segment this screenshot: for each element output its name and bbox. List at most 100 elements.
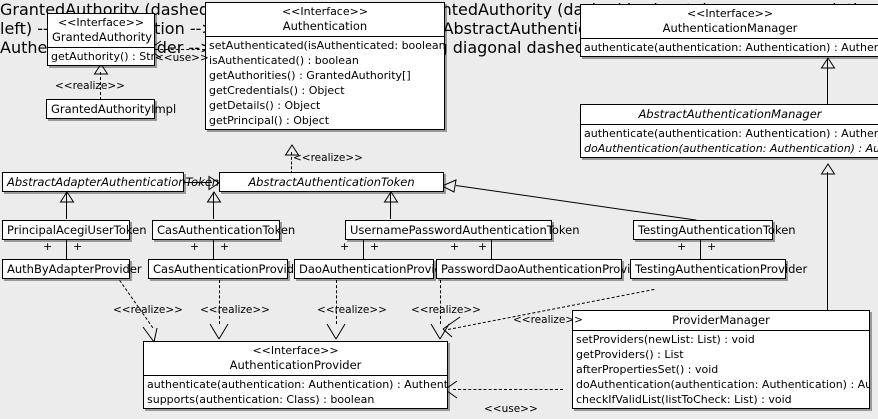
method-do-authentication-provider-manager: doAuthentication(authentication: Authent…: [576, 378, 869, 391]
multiplicity-username-token-right: +: [370, 240, 380, 253]
class-box-authentication-manager[interactable]: <<Interface>> AuthenticationManager auth…: [580, 4, 878, 57]
method-do-authentication-abstract-manager: doAuthentication(authentication: Authent…: [584, 142, 878, 155]
class-name-principal-acegi-user-token: PrincipalAcegiUserToken: [7, 223, 147, 237]
generalization-line-abstract-adapter-token: [183, 182, 212, 183]
method-get-principal: getPrincipal() : Object: [209, 114, 330, 127]
edge-label-realize-testing-authentication-provider: <<realize>>: [513, 314, 583, 326]
multiplicity-principal-token-left: +: [43, 240, 53, 253]
class-header-authentication: <<Interface>> Authentication: [206, 3, 444, 36]
realize-arrowhead-abstract-authentication-token: [284, 144, 300, 156]
class-box-username-password-authentication-token[interactable]: UsernamePasswordAuthenticationToken: [345, 220, 580, 240]
method-get-authority: getAuthority() : String: [51, 50, 154, 63]
realize-line-abstract-authentication-token: [291, 152, 292, 174]
class-members-authentication-manager: authenticate(authentication: Authenticat…: [581, 38, 878, 56]
edge-label-realize-auth-by-adapter-provider: <<realize>>: [113, 304, 183, 316]
class-box-granted-authority[interactable]: <<Interface>> GrantedAuthority getAuthor…: [47, 13, 155, 66]
multiplicity-username-token-left: +: [340, 240, 350, 253]
edge-label-realize-granted-authority-impl: <<realize>>: [55, 80, 125, 92]
generalization-arrowhead-username-password-token: [383, 191, 399, 203]
realize-arrowhead-password-dao-authentication-provider: [430, 323, 450, 340]
class-header-authentication-manager: <<Interface>> AuthenticationManager: [581, 5, 878, 38]
class-header-cas-authentication-provider: CasAuthenticationProvider: [149, 260, 306, 278]
generalization-arrowhead-testing-authentication-token: [441, 179, 457, 193]
generalization-line-cas-authentication-token: [213, 192, 214, 219]
generalization-line-provider-manager: [827, 172, 828, 310]
multiplicity-cas-token-left: +: [190, 240, 200, 253]
method-authenticate-provider: authenticate(authentication: Authenticat…: [147, 378, 447, 391]
method-after-properties-set: afterPropertiesSet() : void: [576, 363, 719, 376]
class-members-provider-manager: setProviders(newList: List) : void getPr…: [573, 330, 869, 408]
method-set-authenticated: setAuthenticated(isAuthenticated: boolea…: [209, 39, 444, 52]
generalization-arrowhead-provider-manager: [820, 163, 836, 175]
class-box-testing-authentication-token[interactable]: TestingAuthenticationToken: [633, 220, 796, 240]
class-header-cas-authentication-token: CasAuthenticationToken: [153, 221, 295, 239]
class-box-provider-manager[interactable]: ProviderManager setProviders(newList: Li…: [572, 310, 870, 409]
class-header-principal-acegi-user-token: PrincipalAcegiUserToken: [3, 221, 147, 239]
class-name-provider-manager: ProviderManager: [672, 313, 770, 327]
method-set-providers: setProviders(newList: List) : void: [576, 333, 755, 346]
class-header-username-password-authentication-token: UsernamePasswordAuthenticationToken: [346, 221, 580, 239]
realize-arrowhead-abstract-authentication-manager: [820, 57, 836, 69]
generalization-arrowhead-principal-acegi-user-token: [59, 191, 75, 203]
class-box-auth-by-adapter-provider[interactable]: AuthByAdapterProvider: [2, 259, 142, 279]
class-box-abstract-authentication-token[interactable]: AbstractAuthenticationToken: [219, 172, 444, 192]
realize-line-granted-authority-impl: [100, 72, 101, 100]
generalization-line-username-password-token: [390, 192, 391, 219]
class-header-abstract-authentication-manager: AbstractAuthenticationManager: [581, 105, 878, 124]
realize-arrowhead-cas-authentication-provider: [209, 323, 229, 340]
realize-arrowhead-testing-authentication-provider: [442, 316, 461, 338]
class-name-abstract-authentication-manager: AbstractAuthenticationManager: [638, 107, 822, 121]
class-box-authentication[interactable]: <<Interface>> Authentication setAuthenti…: [205, 2, 445, 130]
stereotype-interface-authentication-provider: <<Interface>>: [252, 344, 339, 357]
class-box-password-dao-authentication-provider[interactable]: PasswordDaoAuthenticationProvider: [436, 259, 649, 279]
class-name-testing-authentication-token: TestingAuthenticationToken: [638, 223, 796, 237]
edge-label-use-provider-manager: <<use>>: [484, 403, 538, 415]
method-supports-provider: supports(authentication: Class) : boolea…: [147, 393, 375, 406]
class-header-abstract-adapter-authentication-token: AbstractAdapterAuthenticationToken: [3, 173, 219, 191]
class-header-testing-authentication-token: TestingAuthenticationToken: [634, 221, 796, 239]
class-box-cas-authentication-token[interactable]: CasAuthenticationToken: [152, 220, 295, 240]
edge-label-realize-dao-authentication-provider: <<realize>>: [317, 304, 387, 316]
stereotype-interface-granted-authority: <<Interface>>: [57, 16, 145, 29]
class-name-authentication-provider: AuthenticationProvider: [229, 358, 362, 372]
class-box-cas-authentication-provider[interactable]: CasAuthenticationProvider: [148, 259, 306, 279]
class-box-abstract-adapter-authentication-token[interactable]: AbstractAdapterAuthenticationToken: [2, 172, 219, 192]
multiplicity-username-token-right-2: +: [478, 240, 488, 253]
class-name-authentication: Authentication: [282, 19, 368, 33]
method-authenticate-abstract-manager: authenticate(authentication: Authenticat…: [584, 127, 878, 140]
generalization-arrowhead-cas-authentication-token: [206, 191, 222, 203]
association-line-username-token-password-dao-provider: [491, 240, 492, 260]
generalization-line-principal-acegi-user-token: [66, 192, 67, 219]
method-authenticate-manager: authenticate(authentication: Authenticat…: [584, 41, 878, 54]
realize-line-dao-authentication-provider: [336, 280, 337, 324]
method-get-details: getDetails() : Object: [209, 99, 321, 112]
class-name-auth-by-adapter-provider: AuthByAdapterProvider: [7, 262, 142, 276]
class-name-username-password-authentication-token: UsernamePasswordAuthenticationToken: [350, 223, 580, 237]
class-header-dao-authentication-provider: DaoAuthenticationProvider: [295, 260, 454, 278]
realize-arrowhead-dao-authentication-provider: [326, 323, 346, 340]
use-line-provider-manager: [453, 389, 563, 390]
class-header-password-dao-authentication-provider: PasswordDaoAuthenticationProvider: [437, 260, 649, 278]
class-box-dao-authentication-provider[interactable]: DaoAuthenticationProvider: [294, 259, 454, 279]
realize-line-abstract-authentication-manager: [827, 58, 828, 104]
class-header-provider-manager: ProviderManager: [573, 311, 869, 330]
class-box-principal-acegi-user-token[interactable]: PrincipalAcegiUserToken: [2, 220, 147, 240]
multiplicity-username-token-left-2: +: [450, 240, 460, 253]
generalization-line-testing-authentication-token: [455, 185, 697, 221]
class-box-testing-authentication-provider[interactable]: TestingAuthenticationProvider: [630, 259, 807, 279]
association-line-testing-token-provider: [700, 240, 701, 260]
association-line-cas-token-provider: [213, 240, 214, 260]
edge-label-realize-abstract-authentication-token: <<realize>>: [293, 152, 363, 164]
class-members-authentication: setAuthenticated(isAuthenticated: boolea…: [206, 36, 444, 129]
class-box-authentication-provider[interactable]: <<Interface>> AuthenticationProvider aut…: [143, 341, 448, 409]
class-header-authentication-provider: <<Interface>> AuthenticationProvider: [144, 342, 447, 375]
method-get-providers: getProviders() : List: [576, 348, 684, 361]
class-header-testing-authentication-provider: TestingAuthenticationProvider: [631, 260, 807, 278]
class-box-abstract-authentication-manager[interactable]: AbstractAuthenticationManager authentica…: [580, 104, 878, 158]
class-name-abstract-authentication-token: AbstractAuthenticationToken: [248, 175, 415, 189]
class-name-cas-authentication-provider: CasAuthenticationProvider: [153, 262, 306, 276]
class-box-granted-authority-impl[interactable]: GrantedAuthorityImpl: [46, 99, 176, 119]
realize-arrowhead-auth-by-adapter-provider: [142, 326, 158, 343]
method-get-credentials: getCredentials() : Object: [209, 84, 345, 97]
stereotype-interface-authentication: <<Interface>>: [281, 5, 369, 18]
